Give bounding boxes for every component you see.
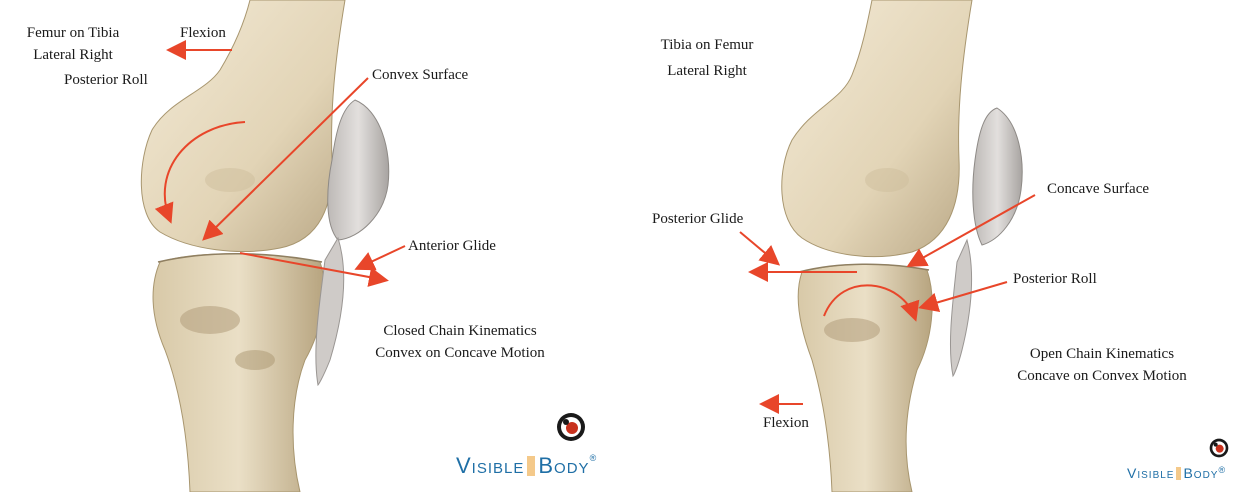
logo-registered-mark: ® xyxy=(1218,465,1226,475)
logo-registered-mark: ® xyxy=(590,453,598,463)
patellar-tendon xyxy=(316,238,344,385)
right-panel-open-chain: Tibia on Femur Lateral Right Concave Sur… xyxy=(627,0,1255,492)
kinematics-line1: Closed Chain Kinematics xyxy=(345,320,575,342)
patellar-tendon xyxy=(950,240,971,376)
left-panel-closed-chain: Femur on Tibia Lateral Right Flexion Pos… xyxy=(0,0,627,492)
posterior-roll-label: Posterior Roll xyxy=(64,69,148,91)
anterior-glide-label: Anterior Glide xyxy=(408,235,496,257)
flexion-label: Flexion xyxy=(763,412,809,434)
logo-figure-mark xyxy=(527,456,535,476)
visible-body-logo-icon xyxy=(1209,438,1229,458)
concave-surface-label: Concave Surface xyxy=(1047,178,1149,200)
posterior-glide-pointer xyxy=(740,232,777,263)
logo-figure-mark xyxy=(1176,467,1181,480)
patella xyxy=(328,100,389,240)
kinematics-line2: Concave on Convex Motion xyxy=(977,365,1227,387)
posterior-glide-label: Posterior Glide xyxy=(652,208,743,230)
kinematics-line2: Convex on Concave Motion xyxy=(345,342,575,364)
view-title-right: Tibia on Femur Lateral Right xyxy=(627,34,787,82)
patella xyxy=(973,108,1022,245)
view-title-line1: Femur on Tibia xyxy=(8,22,138,44)
tibia-bone xyxy=(798,264,932,492)
logo-word-2: Body xyxy=(1183,465,1218,481)
visible-body-logo-text: Visible Body® xyxy=(1127,465,1226,481)
kinematics-line1: Open Chain Kinematics xyxy=(977,343,1227,365)
posterior-roll-label: Posterior Roll xyxy=(1013,268,1097,290)
kinematics-caption-left: Closed Chain Kinematics Convex on Concav… xyxy=(345,320,575,364)
view-title-left: Femur on Tibia Lateral Right xyxy=(8,22,138,66)
visible-body-logo-text: Visible Body® xyxy=(456,453,597,479)
view-title-line2: Lateral Right xyxy=(627,60,787,82)
logo-word-1: Visible xyxy=(1127,465,1174,481)
kinematics-caption-right: Open Chain Kinematics Concave on Convex … xyxy=(977,343,1227,387)
femur-bone xyxy=(141,0,345,251)
view-title-line1: Tibia on Femur xyxy=(627,34,787,56)
flexion-label: Flexion xyxy=(180,22,226,44)
anterior-glide-pointer xyxy=(358,246,405,268)
visible-body-logo-icon xyxy=(556,412,586,442)
tibia-bone xyxy=(153,254,324,492)
femur-bone xyxy=(782,0,972,257)
convex-surface-label: Convex Surface xyxy=(372,64,468,86)
logo-word-2: Body xyxy=(538,453,589,478)
view-title-line2: Lateral Right xyxy=(8,44,138,66)
logo-word-1: Visible xyxy=(456,453,524,478)
